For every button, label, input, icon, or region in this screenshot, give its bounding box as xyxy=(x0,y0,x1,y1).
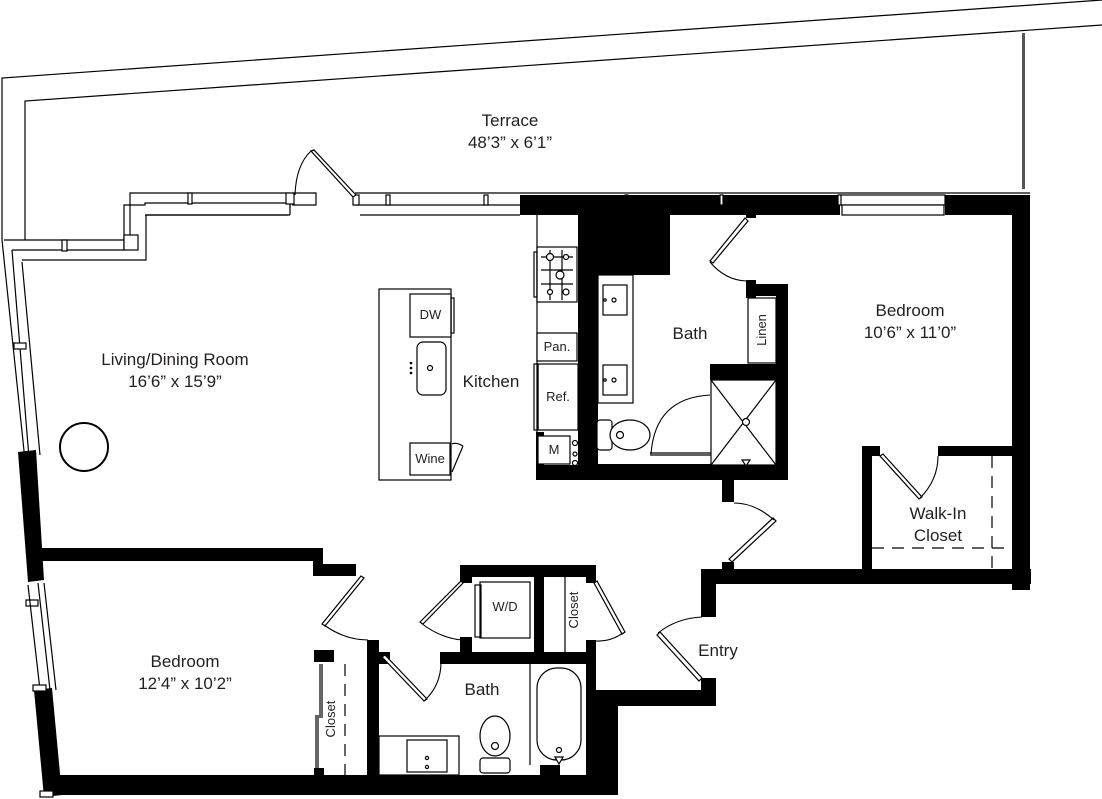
kitchen-counter xyxy=(533,215,578,465)
room-label-walk-in-closet: Walk-In Closet xyxy=(893,503,983,547)
microwave xyxy=(537,435,571,465)
master-bedroom-size: 10’6” x 11’0” xyxy=(863,323,957,342)
terrace-door[interactable] xyxy=(294,149,357,198)
washer-dryer xyxy=(479,581,531,639)
bedroom-2-size: 12’4” x 10’2” xyxy=(138,674,232,693)
washer-dryer-label: W/D xyxy=(492,599,518,614)
walk-in-closet-line1: Walk-In xyxy=(909,504,967,523)
terrace-name: Terrace xyxy=(481,111,539,130)
master-bedroom-name: Bedroom xyxy=(875,301,945,320)
entry-door[interactable] xyxy=(656,616,703,682)
walk-in-closet-line2: Closet xyxy=(913,526,963,545)
linen-label: Linen xyxy=(754,314,769,346)
bath-2-door[interactable] xyxy=(381,654,442,702)
room-label-terrace: Terrace 48’3” x 6’1” xyxy=(440,110,580,154)
living-dining-name: Living/Dining Room xyxy=(101,350,249,369)
west-window-wall xyxy=(1,239,62,798)
master-bath-fixtures xyxy=(596,274,777,468)
walk-in-closet-door[interactable] xyxy=(879,453,939,500)
terrace-railing xyxy=(1,0,1102,240)
room-label-bath-2: Bath xyxy=(464,680,500,699)
room-label-kitchen: Kitchen xyxy=(462,372,520,391)
bedroom-2-name: Bedroom xyxy=(150,652,220,671)
wine-fridge-label: Wine xyxy=(415,451,445,466)
room-label-master-bedroom: Bedroom 10’6” x 11’0” xyxy=(835,300,985,344)
interior-walls xyxy=(38,194,1031,795)
master-bath-door[interactable] xyxy=(709,217,749,282)
bedroom-2-closet xyxy=(314,664,346,776)
refrigerator xyxy=(537,363,579,431)
north-window-wall xyxy=(4,192,520,261)
living-dining-size: 16’6” x 15’9” xyxy=(128,372,222,391)
room-label-master-bath: Bath xyxy=(672,324,708,343)
room-label-bedroom-2: Bedroom 12’4” x 10’2” xyxy=(110,651,260,695)
room-label-entry: Entry xyxy=(698,641,738,660)
pantry-cabinet[interactable] xyxy=(536,332,578,362)
bedroom-closet-label: Closet xyxy=(323,700,338,738)
pantry-label: Pan. xyxy=(543,339,571,354)
terrace-size: 48’3” x 6’1” xyxy=(467,133,553,152)
hall-bedroom-door[interactable] xyxy=(728,502,777,563)
laundry-door[interactable] xyxy=(419,580,464,641)
dishwasher-label: DW xyxy=(419,307,442,322)
refrigerator-label: Ref. xyxy=(546,389,570,404)
bedroom-2-door[interactable] xyxy=(321,575,369,641)
hall-closet-label: Closet xyxy=(566,591,581,629)
bath-2-fixtures xyxy=(378,664,582,776)
room-label-living-dining: Living/Dining Room 16’6” x 15’9” xyxy=(60,349,290,393)
microwave-label: M xyxy=(548,442,560,457)
hall-closet-door[interactable] xyxy=(593,580,626,642)
column-circle xyxy=(59,422,109,472)
kitchen-island xyxy=(378,288,464,481)
